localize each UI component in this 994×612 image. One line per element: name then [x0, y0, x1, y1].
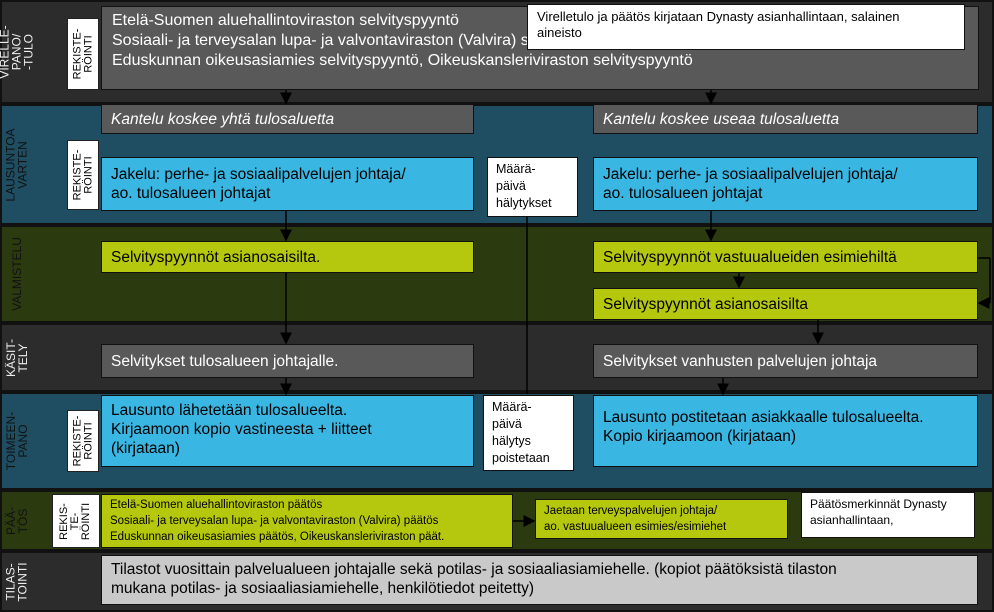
note-line: Virelletulo ja päätös kirjataan Dynasty … [537, 9, 900, 24]
tag-rekisterointi-paatos: REKIS- TE- RÖINTI [52, 494, 100, 548]
paatosmerkinnat-line: Päätösmerkinnät Dynasty [810, 497, 947, 511]
lausunto-right-box: Lausunto postitetaan asiakkaalle tulosal… [593, 395, 978, 467]
jakelu-line: ao. tulosalueen johtajat [111, 185, 271, 202]
maarapaiva-alert-box: Määrä- päivä hälytykset [487, 157, 578, 217]
lane-label-paatos: PÄÄ- TÖS [2, 492, 32, 549]
paatos-box: Etelä-Suomen aluehallintoviraston päätös… [101, 494, 513, 548]
lane-label-vireillepano: VIRELLE- PANO/ -TULO [0, 2, 37, 102]
lane-label-toimeenpano: TOIMEEN- PANO [2, 394, 32, 488]
lane-label-text: PÄÄ- TÖS [3, 506, 30, 535]
lausunto-line: Kirjaamoon kopio vastineesta + liitteet [111, 421, 372, 438]
selvitykset-left-box: Selvitykset tulosalueen johtajalle. [101, 344, 474, 378]
alert-line: Määrä- [496, 162, 536, 176]
vireille-line: Etelä-Suomen aluehallintoviraston selvit… [112, 12, 459, 29]
alert-line: Määrä- [492, 400, 532, 414]
paatos-line: Sosiaali- ja terveysalan lupa- ja valvon… [110, 515, 439, 527]
alert-line: poistetaan [492, 451, 550, 465]
lane-label-text: VIRELLE- PANO/ -TULO [0, 25, 37, 79]
jakelu-line: Jakelu: perhe- ja sosiaalipalvelujen joh… [603, 166, 898, 183]
lane-label-text: TOIMEEN- PANO [4, 411, 31, 471]
lausunto-line: (kirjataan) [111, 440, 180, 457]
tag-rekisterointi-vireille: REKISTE- RÖINTI [67, 18, 99, 90]
alert-line: hälytykset [496, 196, 552, 210]
tilastot-line: mukana potilas- ja sosiaaliasiamiehelle,… [111, 580, 535, 597]
tag-rekisterointi-lausunto: REKISTE- RÖINTI [67, 140, 99, 210]
jakelu-right-box: Jakelu: perhe- ja sosiaalipalvelujen joh… [593, 157, 978, 211]
paatos-line: Eduskunnan oikeusasiamies päätös, Oikeus… [110, 531, 445, 543]
jaetaan-line: ao. vastuualueen esimies/esimiehet [544, 521, 727, 533]
lane-label-text: KÄSIT- TELY [4, 338, 31, 377]
alert-line: päivä [492, 417, 522, 431]
selvitykset-right-box: Selvitykset vanhusten palvelujen johtaja [593, 344, 978, 378]
lane-label-text: VALMISTELU [10, 237, 24, 311]
lausunto-line: Lausunto postitetaan asiakkaalle tulosal… [603, 409, 924, 426]
tilastot-line: Tilastot vuosittain palvelualueen johtaj… [111, 561, 837, 578]
kantelu-multi-box: Kantelu koskee useaa tulosaluetta [593, 104, 978, 134]
lausunto-left-box: Lausunto lähetetään tulosalueelta. Kirja… [101, 395, 474, 467]
selvityspyynnot-left-box: Selvityspyynnöt asianosaisilta. [101, 241, 474, 273]
lausunto-line: Lausunto lähetetään tulosalueelta. [111, 402, 348, 419]
paatosmerkinnat-line: asianhallintaan, [810, 513, 894, 527]
lane-label-tilastointi: TILAS- TOINTI [2, 553, 32, 610]
maarapaiva-remove-box: Määrä- päivä hälytys poistetaan [483, 395, 574, 471]
vireille-line: Eduskunnan oikeusasiamies selvityspyyntö… [112, 52, 693, 69]
tag-text: REKISTE- RÖINTI [71, 149, 95, 201]
jaetaan-box: Jaetaan terveyspalvelujen johtaja/ ao. v… [535, 499, 788, 539]
alert-line: päivä [496, 179, 526, 193]
dynasty-note-box: Virelletulo ja päätös kirjataan Dynasty … [527, 4, 965, 50]
lane-label-lausuntoa: LAUSUNTOA VARTEN [2, 106, 32, 223]
jakelu-line: Jakelu: perhe- ja sosiaalipalvelujen joh… [111, 166, 406, 183]
tag-text: REKIS- TE- RÖINTI [58, 502, 93, 540]
alert-line: hälytys [492, 434, 531, 448]
jakelu-left-box: Jakelu: perhe- ja sosiaalipalvelujen joh… [101, 157, 474, 211]
selvityspyynnot-vastuualue-box: Selvityspyynnöt vastuualueiden esimiehil… [593, 241, 978, 273]
lane-label-text: LAUSUNTOA VARTEN [4, 127, 31, 202]
lausunto-line: Kopio kirjaamoon (kirjataan) [603, 428, 796, 445]
lane-label-text: TILAS- TOINTI [4, 561, 30, 602]
selvityspyynnot-right-box: Selvityspyynnöt asianosaisilta [593, 288, 978, 320]
paatosmerkinnat-box: Päätösmerkinnät Dynasty asianhallintaan, [801, 492, 975, 538]
tag-text: REKISTE- RÖINTI [71, 28, 95, 80]
tag-text: REKISTE- RÖINTI [71, 415, 95, 467]
jakelu-line: ao. tulosalueen johtajat [603, 185, 763, 202]
jaetaan-line: Jaetaan terveyspalvelujen johtaja/ [544, 505, 718, 517]
kantelu-single-box: Kantelu koskee yhtä tulosaluetta [101, 104, 474, 134]
tag-rekisterointi-toimeenpano: REKISTE- RÖINTI [67, 410, 99, 472]
lane-label-kasittely: KÄSIT- TELY [2, 325, 32, 390]
paatos-line: Etelä-Suomen aluehallintoviraston päätös [110, 499, 323, 511]
tilastot-box: Tilastot vuosittain palvelualueen johtaj… [101, 555, 978, 605]
note-line: aineisto [537, 25, 582, 40]
lane-label-valmistelu: VALMISTELU [2, 227, 32, 321]
